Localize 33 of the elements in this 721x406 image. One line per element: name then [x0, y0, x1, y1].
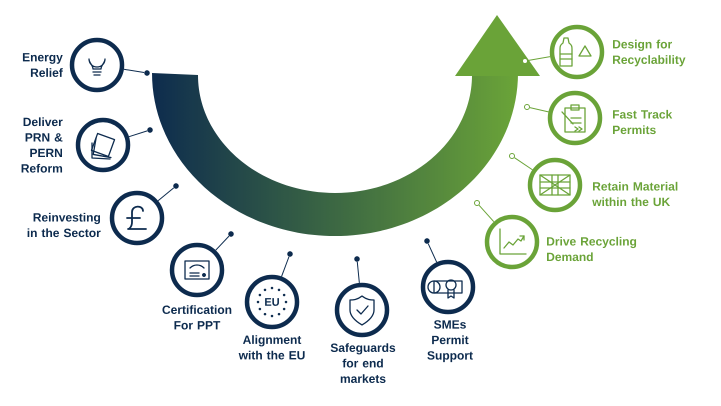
icon-circle	[528, 158, 582, 212]
icon-circle	[550, 24, 604, 80]
leader-line	[527, 56, 551, 61]
icon-circle	[170, 242, 224, 298]
leader-line	[428, 243, 438, 263]
leader-line	[529, 107, 549, 112]
item-label: Safeguards for end markets	[330, 343, 396, 383]
leader-line	[158, 187, 174, 202]
icon-circle	[244, 274, 300, 330]
leader-line	[281, 256, 290, 277]
leader-line	[215, 236, 230, 251]
item-label: Alignment with the EU	[238, 335, 305, 360]
leader-line	[514, 157, 533, 170]
icon-circle	[334, 282, 390, 338]
item-label: Drive Recycling Demand	[547, 236, 636, 262]
item-label: Reinvesting in the Sector	[28, 212, 101, 238]
item-label: Certification For PPT	[162, 305, 232, 330]
leader-line	[356, 261, 360, 284]
icon-circle	[484, 214, 540, 270]
leader-line	[123, 68, 145, 74]
item-label: Retain Material within the UK	[592, 182, 678, 206]
icon-circle	[70, 38, 124, 92]
icon-circle	[110, 190, 164, 246]
leader-line	[478, 204, 494, 222]
item-label: SMEs Permit Support	[427, 320, 473, 362]
item-label: Design for Recyclability	[613, 40, 686, 66]
icon-circle	[548, 90, 602, 146]
item-label: Fast Track Permits	[613, 110, 672, 134]
item-label: Energy Relief	[22, 53, 63, 77]
leader-line	[128, 130, 148, 138]
icon-circle	[76, 118, 130, 172]
icon-circle	[420, 260, 476, 314]
item-label: Deliver PRN & PERN Reform	[22, 117, 63, 173]
